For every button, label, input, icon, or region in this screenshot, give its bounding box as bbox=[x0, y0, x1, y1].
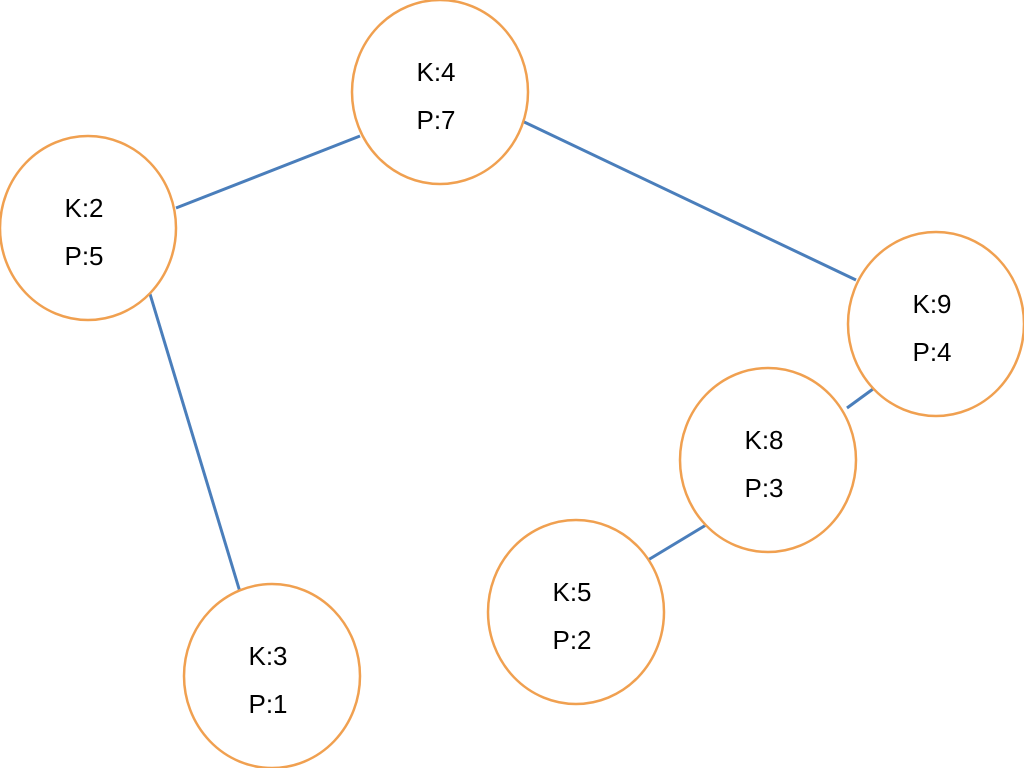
node-priority-label: P:2 bbox=[552, 625, 591, 655]
node-key-label: K:8 bbox=[744, 425, 783, 455]
node-circle bbox=[846, 230, 1024, 418]
node-k8: K:8P:3 bbox=[678, 366, 858, 554]
node-priority-label: P:4 bbox=[912, 337, 951, 367]
node-priority-label: P:7 bbox=[416, 105, 455, 135]
node-circle bbox=[678, 366, 858, 554]
node-key-label: K:3 bbox=[248, 641, 287, 671]
node-key-label: K:9 bbox=[912, 289, 951, 319]
edge-k4-k2 bbox=[175, 134, 361, 210]
edge-k9-k8 bbox=[846, 387, 874, 410]
node-priority-label: P:3 bbox=[744, 473, 783, 503]
edge-k4-k9 bbox=[519, 118, 857, 282]
node-k9: K:9P:4 bbox=[846, 230, 1024, 418]
node-k5: K:5P:2 bbox=[486, 518, 666, 706]
node-circle bbox=[486, 518, 666, 706]
node-priority-label: P:5 bbox=[64, 241, 103, 271]
node-key-label: K:5 bbox=[552, 577, 591, 607]
node-priority-label: P:1 bbox=[248, 689, 287, 719]
edges-layer bbox=[148, 118, 874, 593]
edge-k2-k3 bbox=[148, 293, 242, 593]
node-circle bbox=[350, 0, 530, 186]
node-circle bbox=[182, 582, 362, 768]
node-k3: K:3P:1 bbox=[182, 582, 362, 768]
node-k4: K:4P:7 bbox=[350, 0, 530, 186]
edge-k8-k5 bbox=[647, 523, 707, 562]
node-key-label: K:2 bbox=[64, 193, 103, 223]
node-circle bbox=[0, 134, 178, 322]
node-k2: K:2P:5 bbox=[0, 134, 178, 322]
node-key-label: K:4 bbox=[416, 57, 455, 87]
